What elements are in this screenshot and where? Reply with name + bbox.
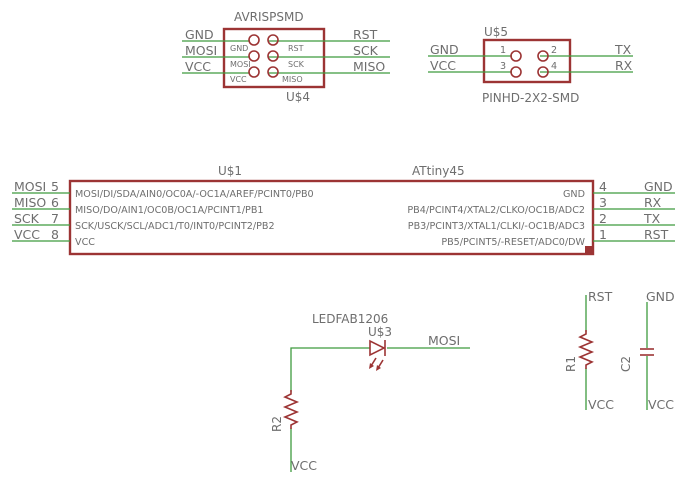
pinhd-body <box>482 38 572 84</box>
attiny-pin-pb2: SCK/USCK/SCL/ADC1/T0/INT0/PCINT2/PB2 <box>75 221 275 232</box>
attiny-chip[interactable]: U$1 ATtiny45 MOSI MISO SCK VCC 5 6 7 8 M… <box>12 164 675 256</box>
attiny-pin-vcc: VCC <box>75 237 95 248</box>
avrisp-pin-gnd: GND <box>230 44 248 53</box>
avrisp-net-sck: SCK <box>353 43 379 58</box>
pinhd-pad-3 <box>510 66 522 78</box>
r2-ref: R2 <box>270 416 284 432</box>
avrisp-ref: U$4 <box>286 90 310 104</box>
attiny-num-2: 2 <box>599 211 607 226</box>
attiny-num-7: 7 <box>51 211 59 226</box>
r1-circuit[interactable]: R1 RST VCC <box>564 289 614 412</box>
attiny-net-tx: TX <box>643 211 661 226</box>
pinhd-pad-2 <box>537 50 549 62</box>
avrisp-pin-vcc: VCC <box>230 75 247 84</box>
pinhd-header[interactable]: U$5 PINHD-2X2-SMD 1 3 2 4 GND VCC TX RX <box>428 25 633 105</box>
r2-net-vcc: VCC <box>291 458 317 473</box>
pinhd-ref: U$5 <box>484 25 508 39</box>
attiny-pin-pb0: MOSI/DI/SDA/AIN0/OC0A/-OC1A/AREF/PCINT0/… <box>75 189 314 200</box>
avrisp-pin-rst: RST <box>288 44 304 53</box>
avrisp-net-gnd: GND <box>185 27 214 42</box>
attiny-net-sck: SCK <box>14 211 40 226</box>
led-net-mosi: MOSI <box>428 333 460 348</box>
c2-circuit[interactable]: C2 GND VCC <box>619 289 675 412</box>
pinhd-net-rx: RX <box>615 58 633 73</box>
avrisp-pad-6 <box>267 66 279 78</box>
avrisp-net-rst: RST <box>353 27 378 42</box>
r1-resistor-icon <box>577 330 595 369</box>
attiny-num-1: 1 <box>599 227 607 242</box>
avrisp-header[interactable]: AVRISPSMD U$4 GND MOSI VCC RST SCK MISO … <box>182 10 390 104</box>
attiny-pin-pb4: PB4/PCINT4/XTAL2/CLKO/OC1B/ADC2 <box>407 205 585 216</box>
attiny-body <box>68 179 595 256</box>
pinhd-net-gnd: GND <box>430 42 459 57</box>
attiny-num-5: 5 <box>51 179 59 194</box>
avrisp-pad-5 <box>248 66 260 78</box>
attiny-pin-pb5: PB5/PCINT5/-RESET/ADC0/DW <box>441 237 585 248</box>
led-wire-left <box>290 347 370 392</box>
avrisp-pin-miso: MISO <box>282 75 303 84</box>
pinhd-pad-1 <box>510 50 522 62</box>
avrisp-net-miso: MISO <box>353 59 385 74</box>
pinhd-num-2: 2 <box>551 45 557 56</box>
led-circuit[interactable]: LEDFAB1206 U$3 MOSI R2 VCC <box>270 312 470 473</box>
attiny-num-8: 8 <box>51 227 59 242</box>
attiny-pin-gnd: GND <box>563 189 585 200</box>
attiny-pin-pb1: MISO/DO/AIN1/OC0B/OC1A/PCINT1/PB1 <box>75 205 264 216</box>
attiny-net-miso: MISO <box>14 195 46 210</box>
attiny-net-mosi: MOSI <box>14 179 46 194</box>
c2-net-gnd: GND <box>646 289 675 304</box>
led-name: LEDFAB1206 <box>312 312 388 326</box>
avrisp-name: AVRISPSMD <box>234 10 304 24</box>
r1-ref: R1 <box>564 356 578 372</box>
avrisp-pin-mosi: MOSI <box>230 60 251 69</box>
led-ref: U$3 <box>368 325 392 339</box>
pinhd-num-1: 1 <box>500 45 506 56</box>
avrisp-pin-sck: SCK <box>288 60 305 69</box>
avrisp-pad-4 <box>267 50 279 62</box>
led-ray-arrow-1 <box>369 363 374 369</box>
attiny-net-rst: RST <box>644 227 669 242</box>
pinhd-net-tx: TX <box>614 42 632 57</box>
pinhd-name: PINHD-2X2-SMD <box>482 91 579 105</box>
avrisp-body <box>222 27 326 89</box>
c2-net-vcc: VCC <box>648 397 674 412</box>
attiny-num-3: 3 <box>599 195 607 210</box>
avrisp-pad-3 <box>248 50 260 62</box>
attiny-origin-mark <box>585 246 593 254</box>
avrisp-pad-1 <box>248 34 260 46</box>
attiny-net-rx: RX <box>644 195 662 210</box>
pinhd-num-3: 3 <box>500 61 506 72</box>
avrisp-net-vcc: VCC <box>185 59 211 74</box>
led-ray-arrow-2 <box>376 365 381 371</box>
attiny-pin-pb3: PB3/PCINT3/XTAL1/CLKI/-OC1B/ADC3 <box>408 221 585 232</box>
pinhd-num-4: 4 <box>551 61 557 72</box>
avrisp-net-mosi: MOSI <box>185 43 217 58</box>
led-diode-icon <box>369 339 386 357</box>
c2-ref: C2 <box>619 356 633 372</box>
avrisp-pad-2 <box>267 34 279 46</box>
attiny-ref: U$1 <box>218 164 242 178</box>
r1-net-rst: RST <box>588 289 613 304</box>
pinhd-net-vcc: VCC <box>430 58 456 73</box>
attiny-name: ATtiny45 <box>412 164 465 178</box>
r1-net-vcc: VCC <box>588 397 614 412</box>
attiny-net-gnd: GND <box>644 179 673 194</box>
attiny-num-6: 6 <box>51 195 59 210</box>
pinhd-pad-4 <box>537 66 549 78</box>
r2-resistor-icon <box>282 390 300 429</box>
attiny-net-vcc: VCC <box>14 227 40 242</box>
attiny-num-4: 4 <box>599 179 607 194</box>
